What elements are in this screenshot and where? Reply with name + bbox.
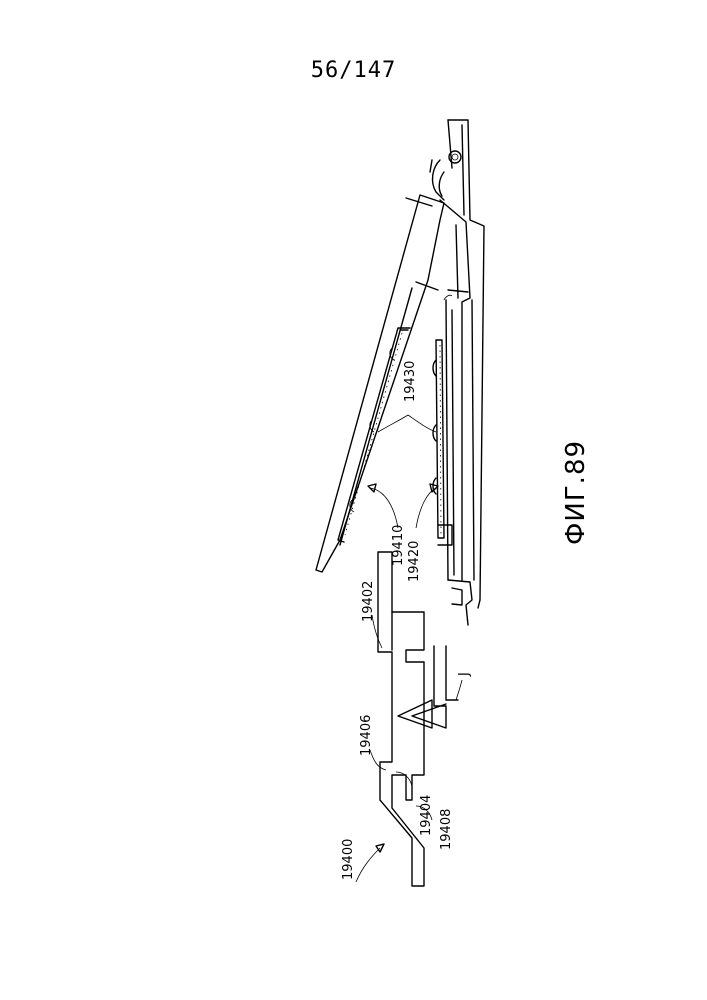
label-19400: 19400 xyxy=(341,839,356,880)
adjunct-applicator xyxy=(378,552,424,886)
direction-arrow xyxy=(398,646,458,728)
label-J: J xyxy=(457,672,472,677)
label-19408: 19408 xyxy=(439,809,454,850)
instrument-jaw-assembly xyxy=(430,120,484,625)
anvil-jaw xyxy=(316,195,444,572)
figure-caption: ФИГ.89 xyxy=(561,440,591,545)
label-19406: 19406 xyxy=(359,715,374,756)
label-19402: 19402 xyxy=(361,581,376,622)
label-19410: 19410 xyxy=(391,525,406,566)
label-19430: 19430 xyxy=(403,361,418,402)
label-19420: 19420 xyxy=(407,541,422,582)
label-19404: 19404 xyxy=(419,795,434,836)
